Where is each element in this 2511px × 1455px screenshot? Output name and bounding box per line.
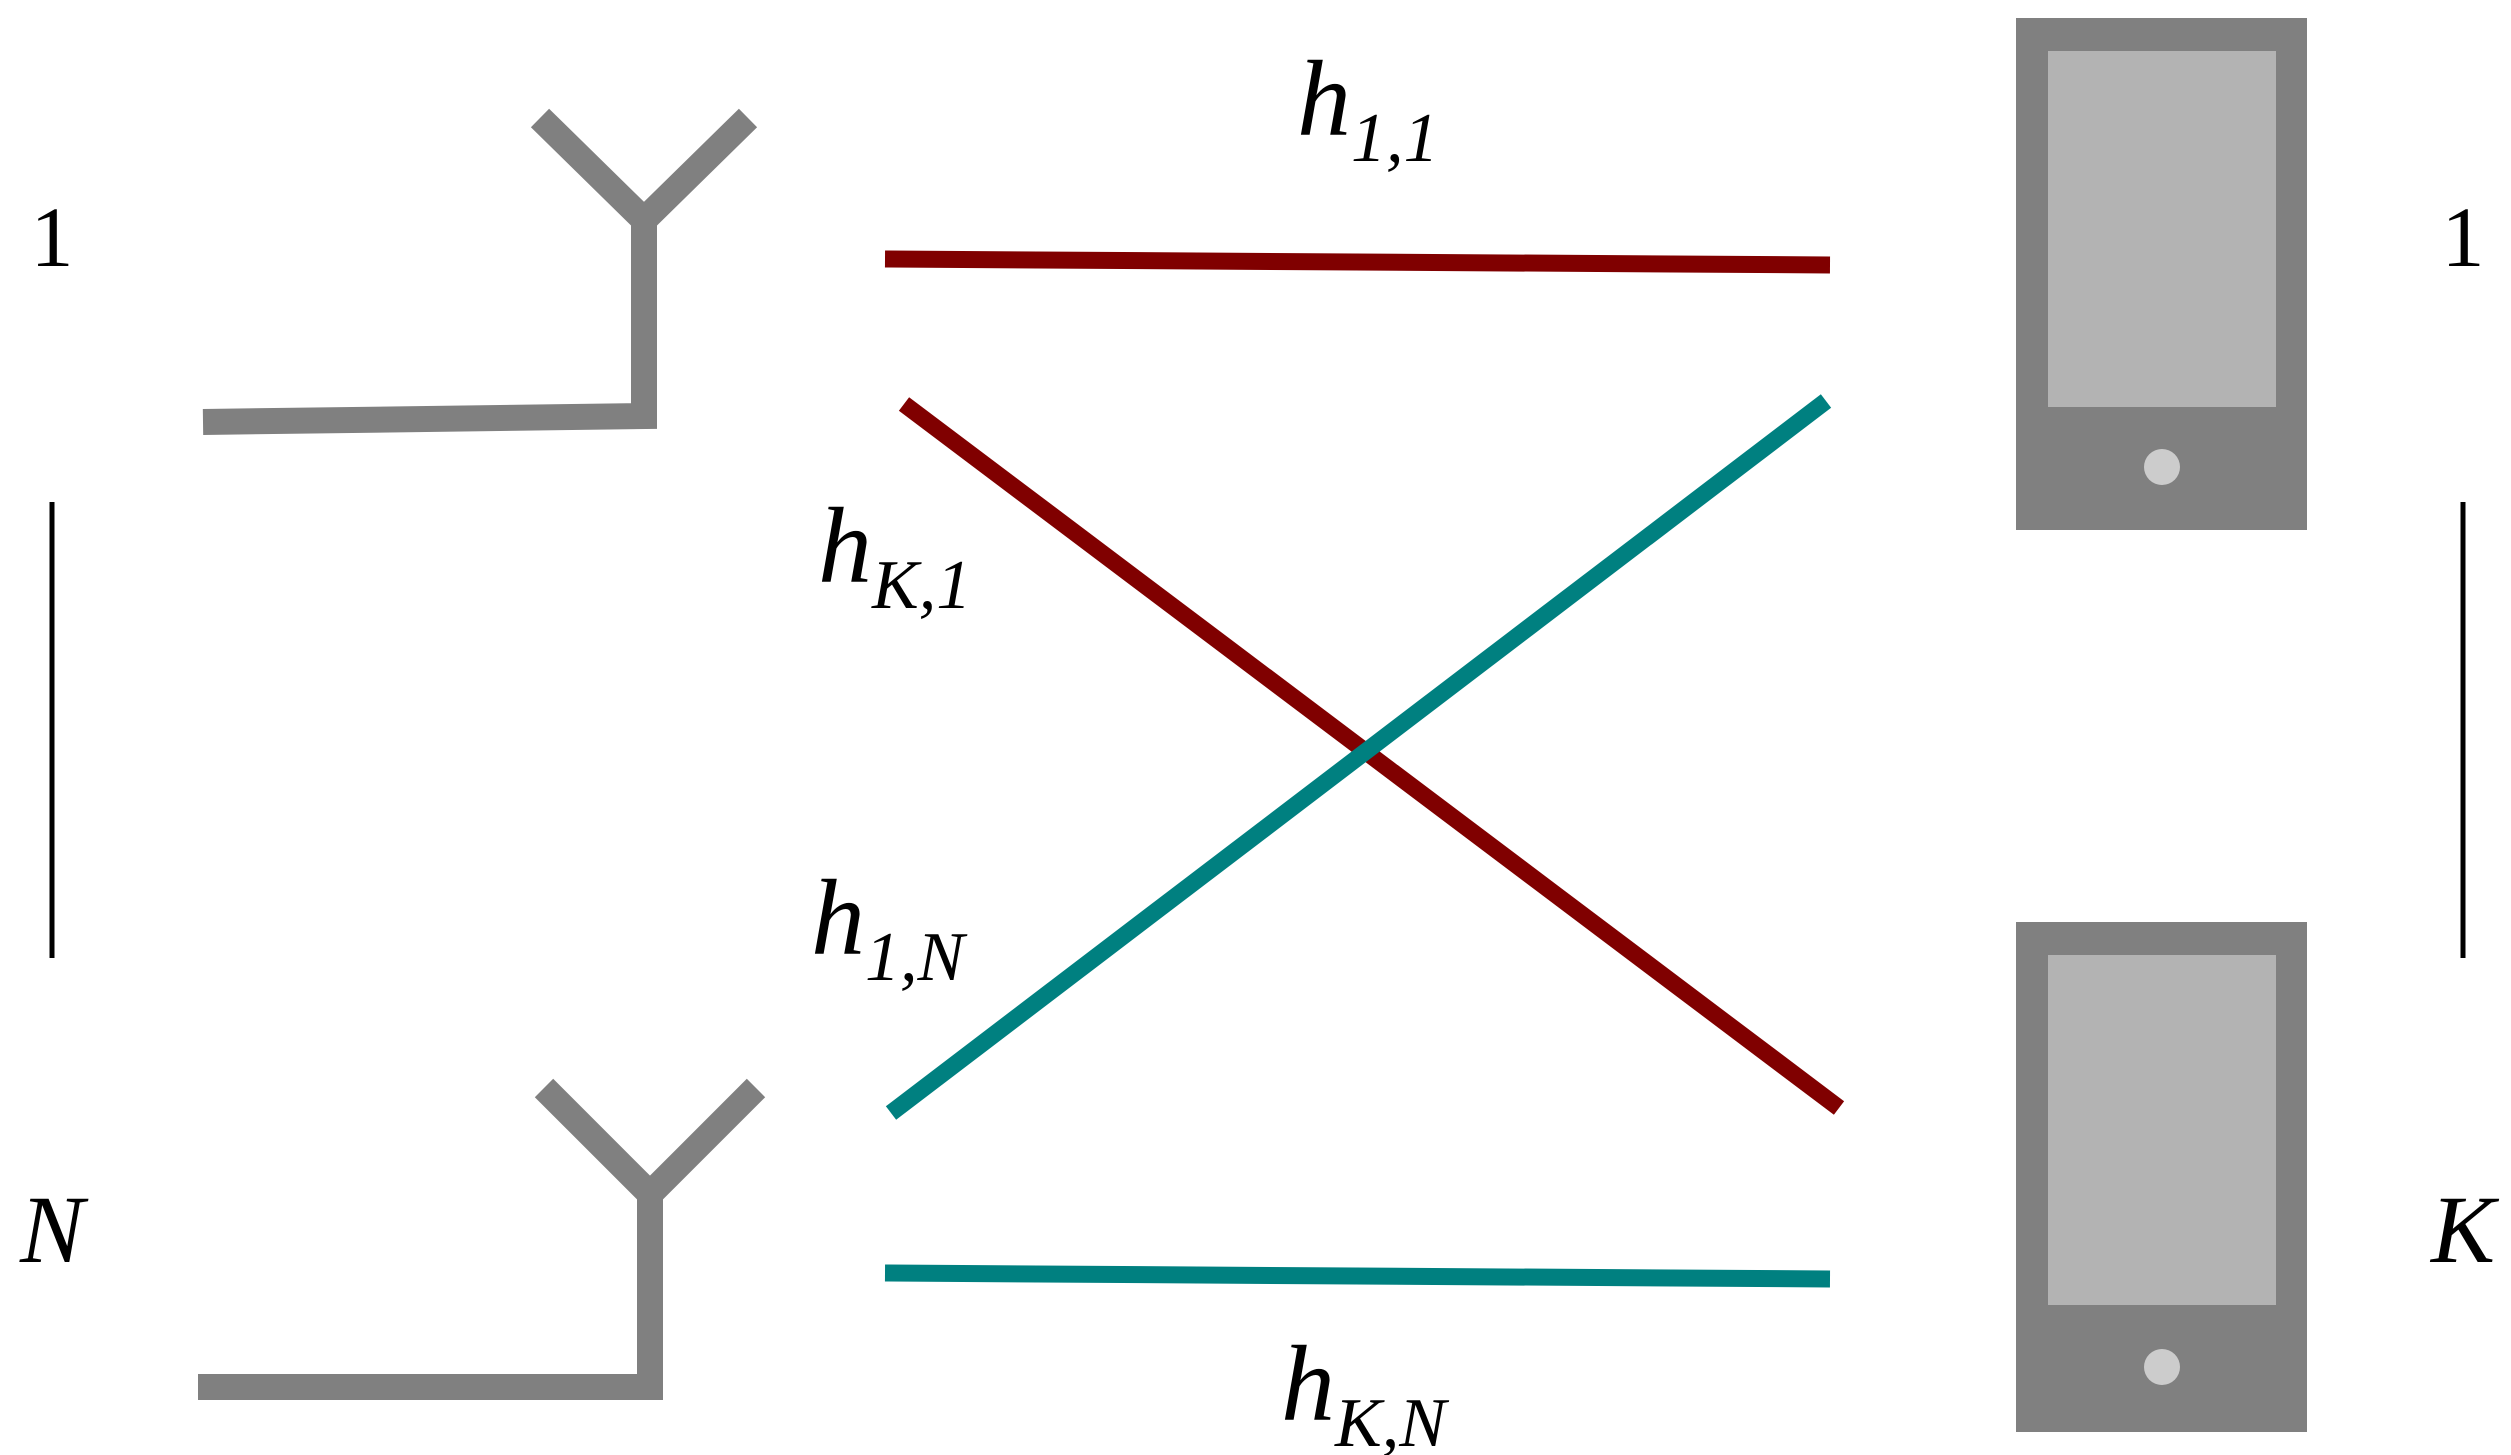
right-index-bottom: K [2429,1176,2500,1283]
label-hK1: hK,1 [818,487,971,624]
smartphone-icon [2016,922,2307,1432]
link-h1N [885,394,1832,1120]
phone-screen [2048,955,2276,1305]
link-h11 [884,250,1831,274]
label-h1N: h1,N [811,859,968,996]
phone-home-button [2144,1349,2180,1385]
smartphone-icon [2016,18,2307,530]
left-index-bottom: N [19,1176,89,1283]
left-index-top: 1 [31,189,74,285]
label-h11: h1,1 [1297,40,1439,177]
phone-screen [2048,51,2276,407]
antenna-icon [202,108,758,435]
label-hKN: hK,N [1281,1325,1449,1455]
phone-home-button [2144,449,2180,485]
link-hKN [884,1264,1831,1288]
antenna-icon [198,1078,766,1400]
right-index-top: 1 [2442,189,2485,285]
